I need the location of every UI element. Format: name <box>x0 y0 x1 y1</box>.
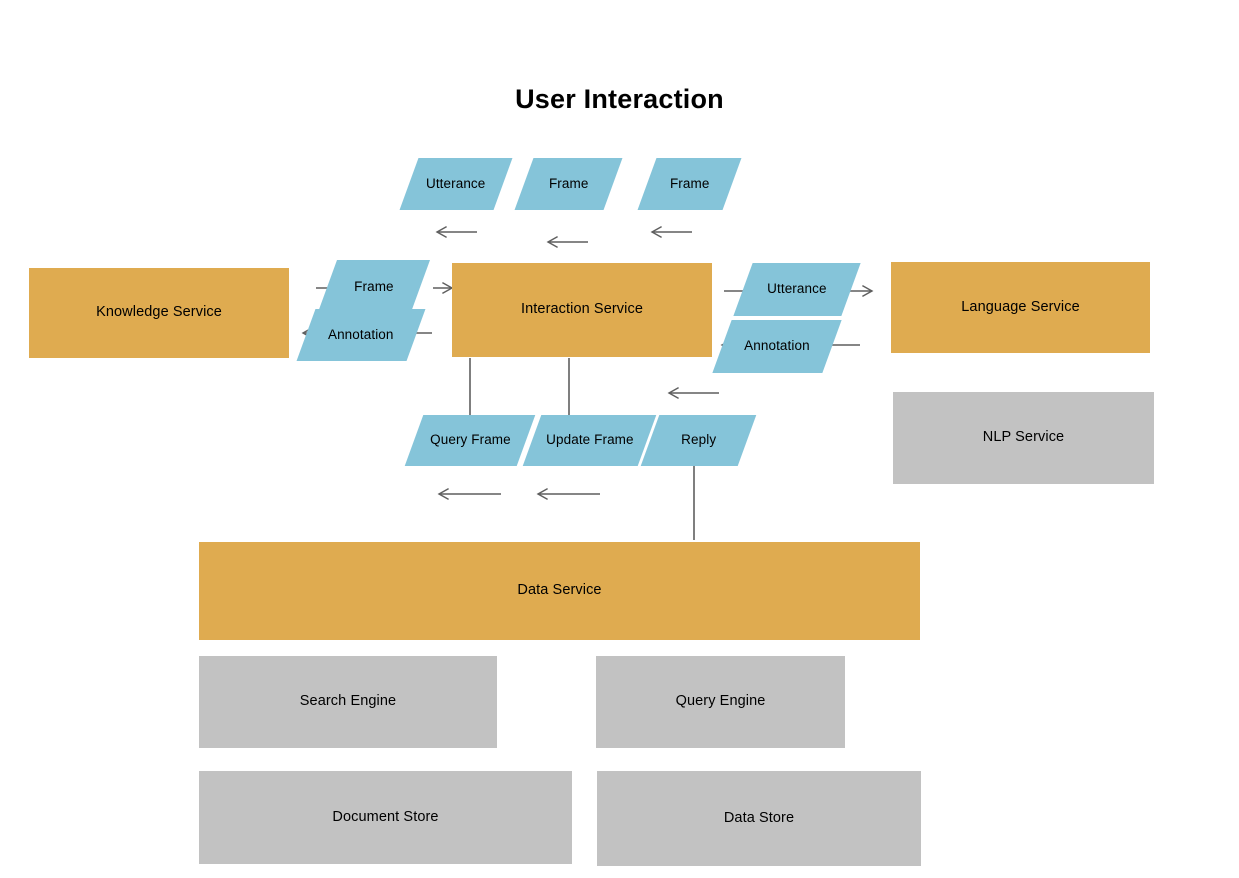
page-title: User Interaction <box>515 84 724 114</box>
node-search-engine[interactable]: Search Engine <box>199 656 497 748</box>
node-label: Data Store <box>723 809 795 826</box>
flow-update-frame[interactable]: Update Frame <box>522 415 657 466</box>
flow-label: Utterance <box>426 175 486 191</box>
node-label: Document Store <box>332 808 439 825</box>
flow-label: Frame <box>669 175 710 191</box>
node-data-store[interactable]: Data Store <box>597 771 921 866</box>
flow-label: Reply <box>680 432 716 448</box>
flow-annotation-right[interactable]: Annotation <box>712 320 842 373</box>
node-data-service[interactable]: Data Service <box>199 542 920 640</box>
node-label: Language Service <box>961 298 1080 315</box>
flow-label: Frame <box>353 279 394 295</box>
node-label: NLP Service <box>982 429 1065 446</box>
flow-annotation-left[interactable]: Annotation <box>296 309 426 361</box>
flow-label: Update Frame <box>545 432 634 448</box>
node-nlp-service[interactable]: NLP Service <box>893 392 1154 484</box>
flow-frame-top-out[interactable]: Frame <box>514 158 623 210</box>
node-label: Interaction Service <box>521 301 643 318</box>
flow-label: Query Frame <box>429 432 511 448</box>
flow-query-frame[interactable]: Query Frame <box>404 415 536 466</box>
node-label: Knowledge Service <box>96 304 222 321</box>
node-label: Data Service <box>517 582 602 599</box>
node-label: Search Engine <box>299 693 397 710</box>
flow-label: Utterance <box>767 281 827 297</box>
node-document-store[interactable]: Document Store <box>199 771 572 864</box>
node-knowledge-service[interactable]: Knowledge Service <box>29 268 289 358</box>
flow-reply[interactable]: Reply <box>640 415 757 466</box>
flow-label: Annotation <box>328 326 394 342</box>
node-interaction-service[interactable]: Interaction Service <box>452 263 712 357</box>
flow-label: Frame <box>548 175 589 191</box>
node-label: Query Engine <box>675 693 766 710</box>
flow-utterance-top[interactable]: Utterance <box>399 158 513 210</box>
node-language-service[interactable]: Language Service <box>891 262 1150 353</box>
flow-utterance-right[interactable]: Utterance <box>733 263 861 316</box>
node-query-engine[interactable]: Query Engine <box>596 656 845 748</box>
flow-label: Annotation <box>744 338 810 354</box>
